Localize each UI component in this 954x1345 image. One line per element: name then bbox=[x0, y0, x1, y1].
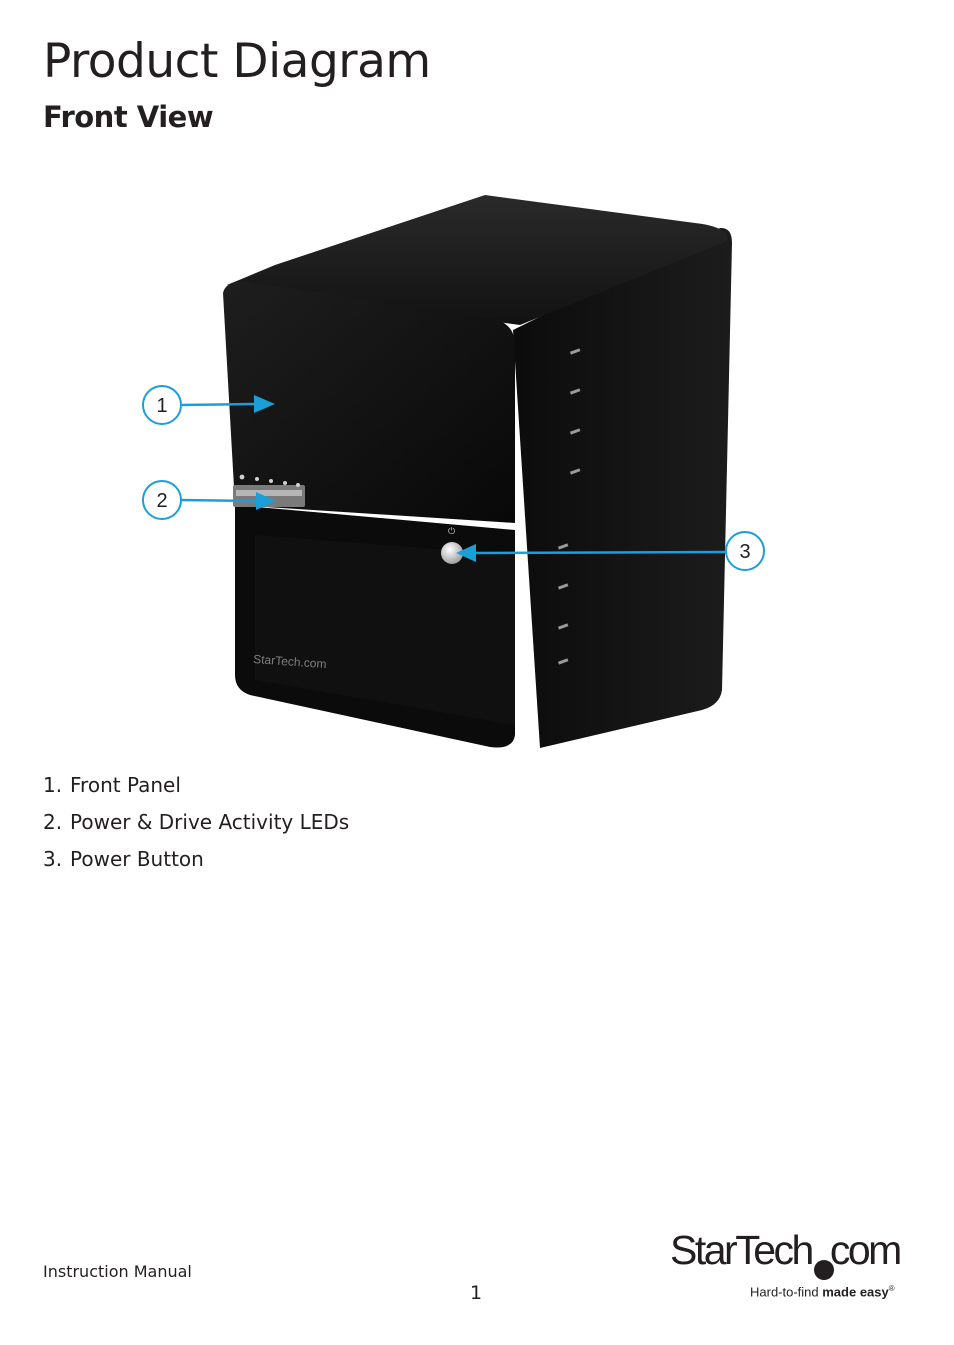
product-figure: ⏻ StarTech.com 1 2 bbox=[130, 185, 790, 765]
list-item: 3.Power Button bbox=[43, 847, 204, 871]
power-symbol-icon: ⏻ bbox=[448, 526, 455, 537]
enclosure-image: ⏻ StarTech.com 1 2 bbox=[142, 195, 765, 749]
document-name: Instruction Manual bbox=[43, 1262, 192, 1281]
front-panel bbox=[223, 281, 515, 523]
section-heading: Front View bbox=[43, 100, 214, 134]
component-list: 1.Front Panel 2.Power & Drive Activity L… bbox=[43, 767, 349, 878]
page-title: Product Diagram bbox=[43, 34, 431, 89]
brand-tagline: Hard-to-find made easy® bbox=[750, 1284, 895, 1300]
device-brand-logo: StarTech.com bbox=[253, 652, 327, 671]
power-button bbox=[441, 542, 463, 564]
callout-1: 1 bbox=[142, 385, 275, 425]
logo-dot-icon bbox=[814, 1260, 834, 1280]
svg-text:1: 1 bbox=[156, 395, 167, 417]
svg-text:2: 2 bbox=[156, 490, 167, 512]
callout-2: 2 bbox=[142, 480, 276, 520]
callout-3: 3 bbox=[456, 531, 765, 571]
drive-door bbox=[255, 535, 515, 725]
svg-text:3: 3 bbox=[739, 541, 750, 563]
list-item: 2.Power & Drive Activity LEDs bbox=[43, 810, 350, 834]
list-item: 1.Front Panel bbox=[43, 773, 181, 797]
enclosure-side bbox=[513, 227, 732, 749]
led-indicators bbox=[239, 474, 300, 487]
page-number: 1 bbox=[470, 1282, 483, 1304]
enclosure-top bbox=[227, 195, 728, 325]
side-vents bbox=[557, 348, 581, 665]
